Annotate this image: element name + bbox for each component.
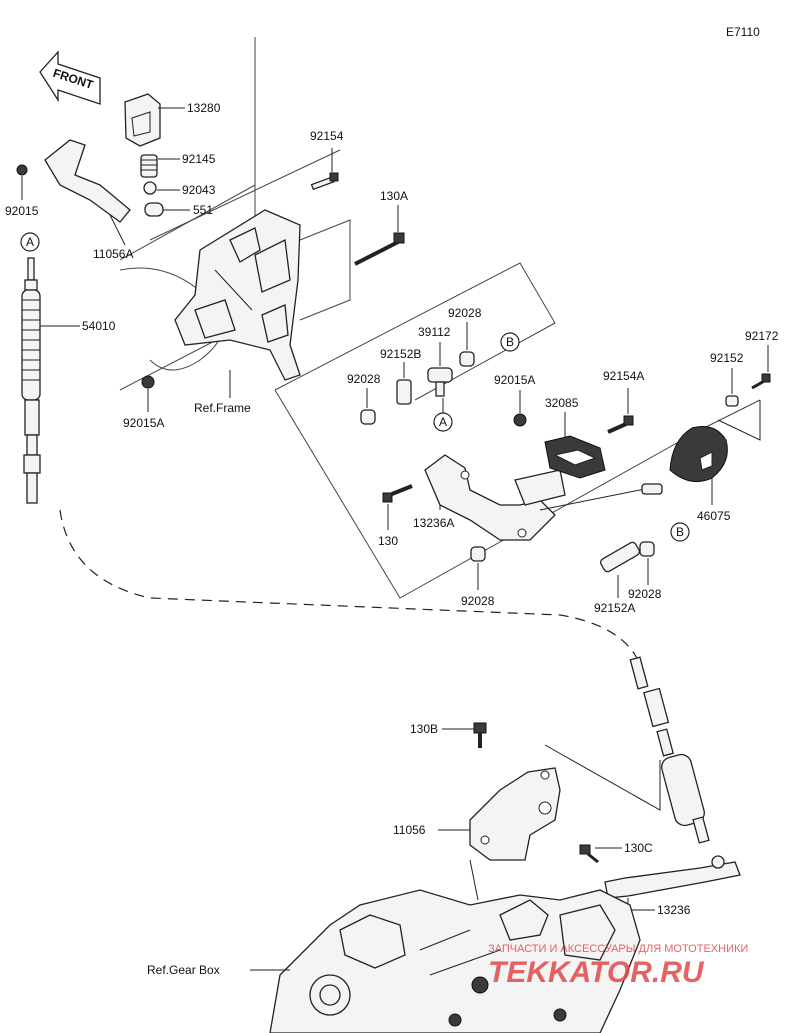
part-92028-bottom-collar-icon <box>470 546 486 562</box>
part-92152A-pin-icon <box>599 541 641 573</box>
label-92028-bottom: 92028 <box>461 594 495 608</box>
part-130-bolt-icon <box>382 484 413 503</box>
label-551: 551 <box>193 203 213 217</box>
label-92028-left: 92028 <box>347 372 381 386</box>
part-92152B-pin-icon <box>396 379 412 405</box>
part-92015A-mid-nut-icon <box>513 413 527 427</box>
part-13236A-lever <box>424 454 651 541</box>
part-92015-nut-icon <box>16 164 28 176</box>
part-92172-screw-icon <box>751 373 771 390</box>
part-92028-right-collar-icon <box>639 541 655 557</box>
label-130B: 130B <box>410 722 438 736</box>
watermark-line1: ЗАПЧАСТИ И АКСЕССУАРЫ ДЛЯ МОТОТЕХНИКИ <box>488 943 748 955</box>
callout-a-mid-label: A <box>439 415 447 429</box>
part-551-icon <box>144 202 164 217</box>
label-92015A-left: 92015A <box>123 416 164 430</box>
label-32085: 32085 <box>545 396 579 410</box>
label-92154: 92154 <box>310 129 344 143</box>
part-130C-bolt-icon <box>579 844 599 864</box>
part-92152-pin-icon <box>725 395 739 407</box>
part-11056-bracket <box>469 767 561 861</box>
part-39112-joint-icon <box>427 367 453 397</box>
part-32085-damper <box>544 435 606 479</box>
label-92015A-mid: 92015A <box>494 373 535 387</box>
label-13236A: 13236A <box>413 516 454 530</box>
label-46075: 46075 <box>697 509 731 523</box>
part-92145-spring-icon <box>140 154 158 178</box>
part-92043-icon <box>143 181 157 195</box>
callout-a-top-label: A <box>26 235 34 249</box>
part-54010-cable-lower <box>629 656 710 844</box>
part-92028-top-collar-icon <box>459 351 475 367</box>
label-92145: 92145 <box>182 152 216 166</box>
part-92154-bolt-icon <box>310 172 339 191</box>
diagram-code: E7110 <box>726 25 760 39</box>
watermark-line2: TEKKATOR.RU <box>488 956 705 989</box>
label-92015: 92015 <box>5 204 39 218</box>
callout-b-top <box>500 332 520 352</box>
label-92154A: 92154A <box>603 369 644 383</box>
label-92152B: 92152B <box>380 347 421 361</box>
lever-group-outline <box>274 262 761 599</box>
label-130C: 130C <box>624 841 653 855</box>
part-130B-bolt-icon <box>473 722 487 748</box>
callout-a-top <box>20 232 40 252</box>
label-130: 130 <box>378 534 398 548</box>
part-92028-left-collar-icon <box>360 409 376 425</box>
part-130A-bolt-icon <box>354 232 405 266</box>
part-54010-cable <box>21 257 41 504</box>
label-11056: 11056 <box>393 823 426 837</box>
callout-b-right-label: B <box>676 525 684 539</box>
label-130A: 130A <box>380 189 408 203</box>
label-54010: 54010 <box>82 319 116 333</box>
front-arrow-icon: FRONT <box>39 50 101 105</box>
label-39112: 39112 <box>418 325 451 339</box>
label-92028-right: 92028 <box>628 587 662 601</box>
part-11056A-bracket <box>44 139 131 223</box>
part-13236-lever <box>604 855 741 899</box>
gear-box <box>269 889 641 1033</box>
label-92043: 92043 <box>182 183 216 197</box>
part-92154A-bolt-icon <box>607 415 634 434</box>
label-92152A: 92152A <box>594 601 635 615</box>
part-92015A-left-nut-icon <box>141 375 155 389</box>
frame-bracket <box>174 209 301 381</box>
callout-b-right <box>670 522 690 542</box>
part-46075-knob <box>641 426 728 495</box>
label-92152: 92152 <box>710 351 744 365</box>
ref-frame-label: Ref.Frame <box>194 401 251 415</box>
label-92028-top: 92028 <box>448 306 482 320</box>
callout-b-top-label: B <box>506 335 514 349</box>
part-13280-block <box>124 93 161 147</box>
label-13236: 13236 <box>657 903 691 917</box>
label-11056A: 11056A <box>93 247 133 261</box>
ref-gear-box-label: Ref.Gear Box <box>147 963 220 977</box>
cable-routing-line <box>59 509 639 661</box>
label-92172: 92172 <box>745 329 779 343</box>
label-13280: 13280 <box>187 101 221 115</box>
watermark: ЗАПЧАСТИ И АКСЕССУАРЫ ДЛЯ МОТОТЕХНИКИ TE… <box>488 943 748 989</box>
